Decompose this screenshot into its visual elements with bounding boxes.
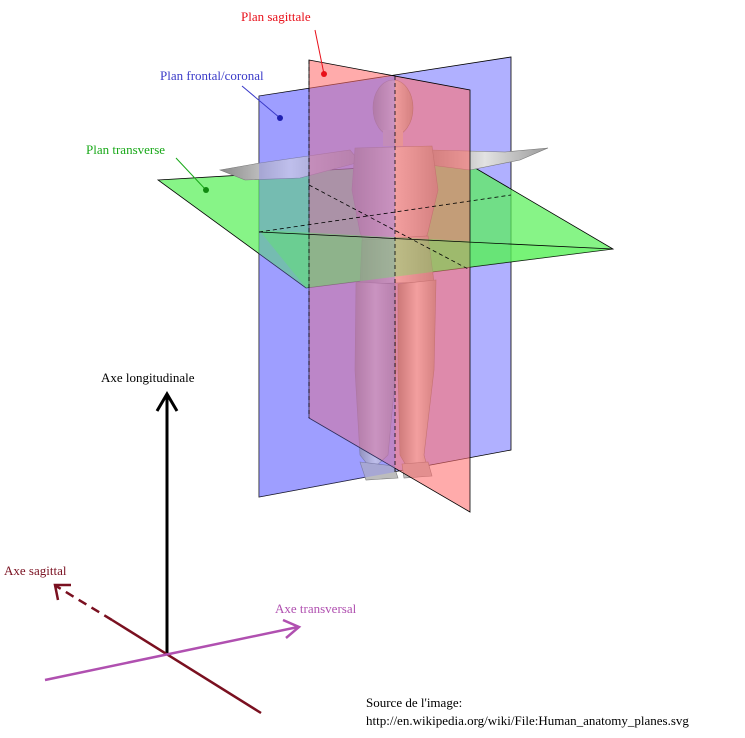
sagittal-label-dot — [321, 71, 327, 77]
source-title: Source de l'image: — [366, 695, 463, 710]
sagittal-axis-label: Axe sagittal — [4, 563, 67, 578]
sagittal-plane-label: Plan sagittale — [241, 9, 311, 24]
longitudinal-arrowhead — [155, 391, 179, 412]
axes — [44, 391, 302, 715]
source-url: http://en.wikipedia.org/wiki/File:Human_… — [366, 713, 689, 728]
transverse-label-dot — [203, 187, 209, 193]
plane-intersections — [258, 60, 512, 472]
frontal-plane-front-part — [259, 76, 395, 497]
transversal-axis-label: Axe transversal — [275, 601, 357, 616]
sagittal-arrowhead — [53, 583, 71, 601]
frontal-label-dot — [277, 115, 283, 121]
transversal-axis — [44, 625, 299, 682]
sagittal-axis-dashed — [55, 584, 113, 622]
transversal-arrowhead — [282, 618, 302, 639]
longitudinal-axis-label: Axe longitudinale — [101, 370, 195, 385]
sagittal-axis — [111, 618, 262, 715]
frontal-plane-label: Plan frontal/coronal — [160, 68, 264, 83]
image-source-caption: Source de l'image: http://en.wikipedia.o… — [366, 694, 689, 730]
transverse-plane-label: Plan transverse — [86, 142, 166, 157]
label-leaders — [175, 29, 325, 191]
